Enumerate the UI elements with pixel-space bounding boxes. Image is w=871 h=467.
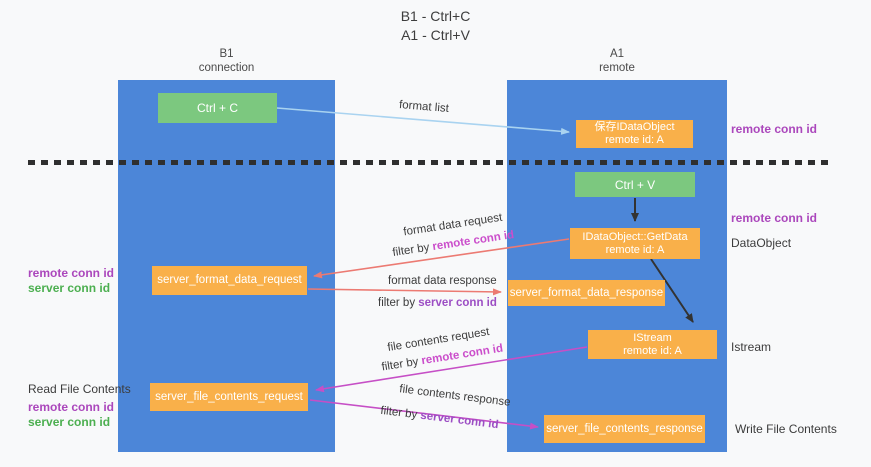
server-file-contents-request-label: server_file_contents_request — [155, 390, 303, 403]
getdata-line2: remote id: A — [605, 243, 665, 256]
filter-by-text: filter by — [378, 297, 419, 309]
istream-line1: IStream — [633, 331, 672, 344]
dashed-divider — [28, 160, 832, 165]
server-format-data-request-box: server_format_data_request — [152, 266, 307, 295]
right-dataobject-label: DataObject — [731, 236, 792, 250]
lane-header-b1: B1 connection — [118, 47, 335, 75]
arrow-file-contents-response — [309, 399, 539, 430]
lane-b1-role: connection — [198, 62, 255, 74]
left-file-conn-ids: Read File Contents remote conn id server… — [28, 382, 131, 430]
title-line-2: A1 - Ctrl+V — [401, 27, 470, 43]
read-file-contents-label: Read File Contents — [28, 382, 131, 396]
arrow-file-contents-request — [315, 346, 588, 393]
remote-conn-id-label: remote conn id — [28, 266, 115, 280]
ctrl-v-label: Ctrl + V — [614, 177, 656, 192]
server-format-data-response-label: server_format_data_response — [509, 286, 664, 299]
ctrl-v-box: Ctrl + V — [575, 172, 695, 197]
server-file-contents-request-box: server_file_contents_request — [150, 383, 308, 411]
getdata-line1: IDataObject::GetData — [582, 230, 688, 243]
lane-b1-name: B1 — [219, 48, 234, 60]
format-data-response-label: format data response — [388, 275, 497, 287]
save-dataobject-line2: remote id: A — [605, 134, 664, 146]
istream-box: IStream remote id: A — [588, 330, 717, 359]
right-remote-conn-id-top: remote conn id — [731, 122, 818, 136]
lane-a1-name: A1 — [609, 48, 625, 60]
arrow-getdata-to-istream — [650, 258, 694, 323]
right-write-file-contents-label: Write File Contents — [735, 422, 837, 436]
arrow-format-list — [276, 107, 570, 135]
ctrl-c-label: Ctrl + C — [196, 101, 238, 115]
arrow-format-data-request — [313, 238, 570, 279]
save-dataobject-box: 保存IDataObject remote id: A — [576, 120, 693, 148]
server-format-data-request-label: server_format_data_request — [157, 274, 302, 286]
server-file-contents-response-box: server_file_contents_response — [544, 415, 705, 443]
server-conn-id-label: server conn id — [28, 281, 111, 295]
ctrl-c-box: Ctrl + C — [158, 93, 277, 123]
server-conn-id-text: server conn id — [418, 297, 497, 309]
diagram-title: B1 - Ctrl+C A1 - Ctrl+V — [0, 7, 871, 45]
title-line-1: B1 - Ctrl+C — [400, 8, 471, 24]
server-conn-id-label: server conn id — [28, 415, 111, 429]
lane-a1-role: remote — [599, 62, 635, 74]
right-istream-label: Istream — [731, 340, 772, 354]
left-format-conn-ids: remote conn id server conn id — [28, 266, 114, 296]
remote-conn-id-label: remote conn id — [28, 400, 115, 414]
istream-line2: remote id: A — [623, 344, 682, 357]
server-format-data-response-box: server_format_data_response — [508, 280, 665, 306]
lane-header-a1: A1 remote — [507, 47, 727, 75]
arrow-format-data-response — [307, 288, 502, 296]
getdata-box: IDataObject::GetData remote id: A — [570, 228, 700, 259]
right-remote-conn-id-mid: remote conn id — [731, 211, 818, 225]
server-file-contents-response-label: server_file_contents_response — [546, 422, 703, 435]
format-data-response-filter-label: filter by server conn id — [378, 297, 497, 309]
save-dataobject-line1: 保存IDataObject — [594, 121, 675, 133]
